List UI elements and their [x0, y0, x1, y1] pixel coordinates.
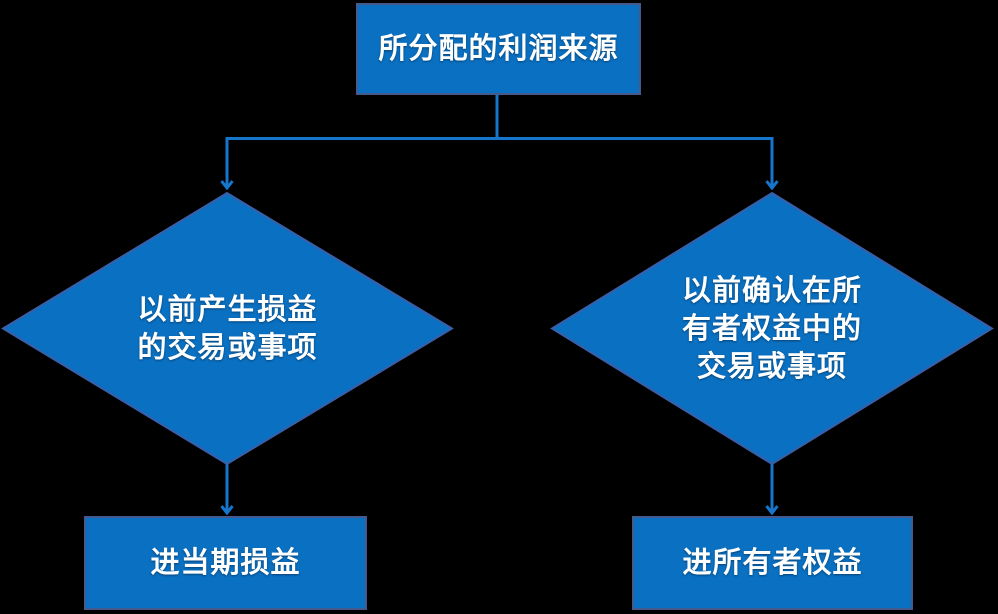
- right-result-node: 进所有者权益: [632, 516, 913, 610]
- right-decision-label-line3: 交易或事项: [696, 350, 847, 383]
- left-decision-label-group: 以前产生损益 的交易或事项: [3, 193, 452, 464]
- right-decision-diamond: [550, 191, 994, 466]
- right-result-label: 进所有者权益: [682, 547, 863, 579]
- left-result-label: 进当期损益: [150, 547, 301, 579]
- source-node-label: 所分配的利润来源: [378, 33, 619, 65]
- right-decision-label-line2: 有者权益中的: [681, 312, 862, 345]
- left-decision-label-line1: 以前产生损益: [137, 293, 318, 326]
- source-node: 所分配的利润来源: [356, 3, 641, 95]
- left-decision-diamond: [1, 191, 454, 466]
- right-decision-label-line1: 以前确认在所: [681, 274, 862, 307]
- right-decision-label-group: 以前确认在所 有者权益中的 交易或事项: [552, 193, 992, 464]
- left-result-node: 进当期损益: [84, 516, 367, 610]
- left-decision-label-line2: 的交易或事项: [137, 331, 318, 364]
